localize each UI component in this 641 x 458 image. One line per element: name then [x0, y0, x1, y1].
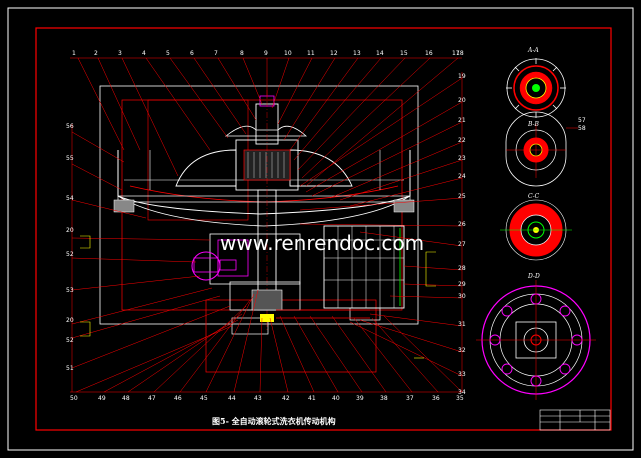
part-number-label: 15 [400, 50, 408, 57]
part-number-label: 52 [66, 337, 74, 344]
part-number-label: 27 [458, 241, 466, 248]
leader-lines [70, 57, 463, 393]
part-number-label: 58 [578, 125, 586, 132]
left-part-labels: 56 55 54 20 52 53 20 52 51 [66, 123, 74, 372]
part-number-label: 18 [456, 50, 464, 57]
part-number-label: 19 [458, 73, 466, 80]
section-view-d [476, 280, 596, 400]
part-number-label: 23 [458, 155, 466, 162]
section-view-a [506, 58, 566, 118]
part-number-label: 52 [66, 251, 74, 258]
part-number-label: 41 [308, 395, 316, 402]
main-assembly [99, 85, 419, 373]
part-number-label: 54 [66, 195, 74, 202]
section-view-b [505, 111, 578, 187]
inner-frame [35, 27, 612, 431]
part-number-label: 14 [376, 50, 384, 57]
part-number-label: 39 [356, 395, 364, 402]
part-number-label: 46 [174, 395, 182, 402]
part-number-label: 10 [284, 50, 292, 57]
part-number-label: 44 [228, 395, 236, 402]
part-number-label: 42 [282, 395, 290, 402]
part-number-label: 43 [254, 395, 262, 402]
section-title-a: A-A [527, 47, 539, 54]
part-number-label: 17 [452, 50, 460, 57]
right-part-labels: 19 20 21 22 23 24 25 26 27 28 29 30 31 32 33 34 [458, 73, 466, 396]
part-number-label: 11 [307, 50, 315, 57]
part-number-label: 16 [425, 50, 433, 57]
outer-frame [7, 7, 634, 451]
part-number-label: 5 [166, 50, 170, 57]
part-number-label: 6 [190, 50, 194, 57]
section-titles: A-A B-B C-C D-D [527, 47, 540, 280]
part-number-label: 45 [200, 395, 208, 402]
part-number-label: 7 [214, 50, 218, 57]
part-number-label: 8 [240, 50, 244, 57]
part-number-label: 33 [458, 371, 466, 378]
part-number-label: 37 [406, 395, 414, 402]
part-number-label: 51 [66, 365, 74, 372]
title-block [539, 409, 611, 431]
bottom-part-labels: 50 49 48 47 46 45 44 43 42 41 40 39 38 37 36 35 [70, 395, 464, 402]
part-number-label: 50 [70, 395, 78, 402]
part-number-label: 2 [94, 50, 98, 57]
dimension-brackets [80, 235, 436, 359]
part-number-label: 21 [458, 117, 466, 124]
part-number-label: 3 [118, 50, 122, 57]
drawing-caption: 图5- 全自动滚轮式洗衣机传动机构 [212, 416, 336, 426]
part-number-label: 22 [458, 137, 466, 144]
part-number-label: 12 [330, 50, 338, 57]
part-number-label: 29 [458, 281, 466, 288]
part-number-label: 25 [458, 193, 466, 200]
part-number-label: 36 [432, 395, 440, 402]
part-number-label: 20 [66, 317, 74, 324]
part-number-label: 4 [142, 50, 146, 57]
part-number-label: 55 [66, 155, 74, 162]
section-title-b: B-B [527, 121, 540, 128]
part-number-label: 31 [458, 321, 466, 328]
part-number-label: 24 [458, 173, 466, 180]
part-number-label: 30 [458, 293, 466, 300]
part-number-label: 38 [380, 395, 388, 402]
section-view-c [500, 199, 572, 261]
part-number-label: 9 [264, 50, 268, 57]
part-number-label: 57 [578, 117, 586, 124]
part-number-label: 47 [148, 395, 156, 402]
part-number-label: 56 [66, 123, 74, 130]
section-title-d: D-D [527, 273, 540, 280]
part-number-label: 20 [66, 227, 74, 234]
part-number-label: 34 [458, 389, 466, 396]
part-number-label: 20 [458, 97, 466, 104]
section-title-c: C-C [528, 193, 540, 200]
part-number-label: 13 [353, 50, 361, 57]
watermark: www.renrendoc.com [220, 231, 424, 255]
part-number-label: 35 [456, 395, 464, 402]
part-number-label: 53 [66, 287, 74, 294]
part-number-label: 32 [458, 347, 466, 354]
part-number-label: 1 [72, 50, 76, 57]
part-number-label: 28 [458, 265, 466, 272]
part-number-label: 26 [458, 221, 466, 228]
part-number-label: 48 [122, 395, 130, 402]
part-number-label: 49 [98, 395, 106, 402]
part-number-label: 40 [332, 395, 340, 402]
